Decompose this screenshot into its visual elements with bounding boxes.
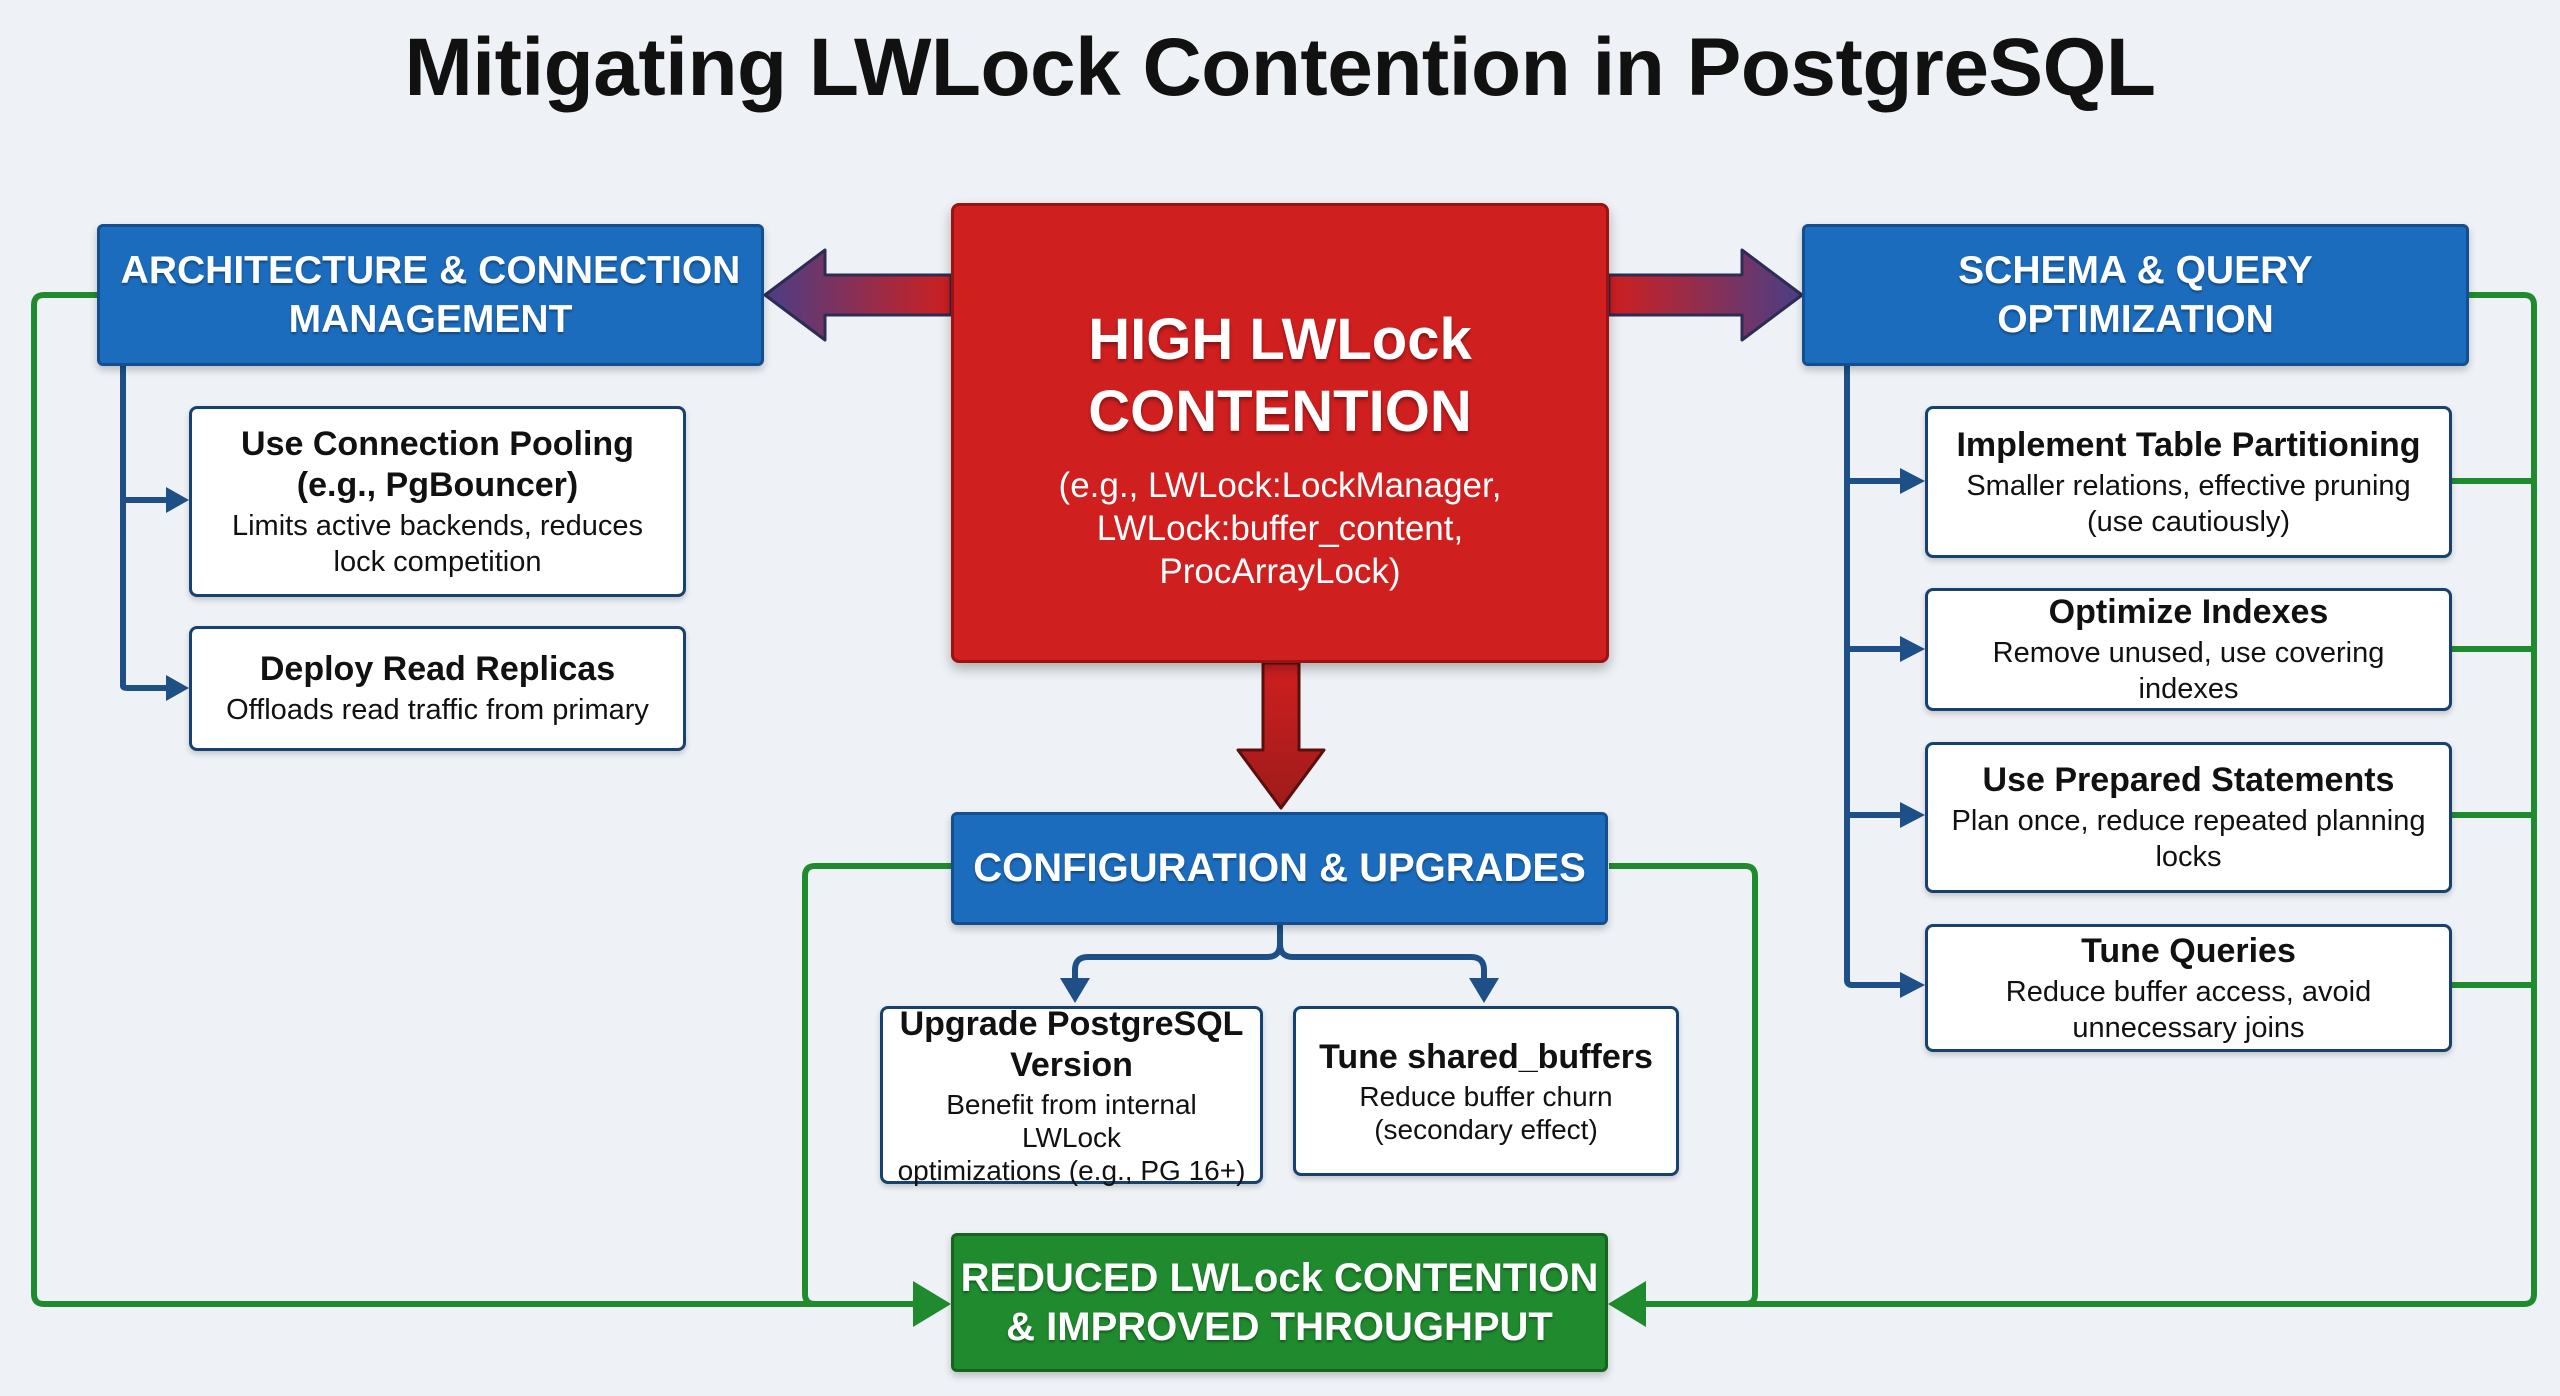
card-description: Offloads read traffic from primary [226,694,649,726]
card-title: Tune shared_buffers [1319,1037,1653,1076]
arrow-to-configuration [1236,661,1326,810]
arrowhead-prepared-statements [1900,802,1925,828]
card-description-line-1: Reduce buffer access, avoid [2005,975,2372,1008]
card-description: Plan once, reduce repeated planning lock… [1951,803,2425,875]
card-title: Upgrade PostgreSQL Version [900,1004,1244,1086]
card-description-line-2: lock competition [333,545,542,578]
card-optimize-indexes: Optimize Indexes Remove unused, use cove… [1925,588,2452,711]
card-description-line-2: optimizations (e.g., PG 16+) [897,1154,1246,1186]
configuration-fork-connectors [1072,925,1487,982]
result-line-1: REDUCED LWLock CONTENTION [960,1255,1599,1300]
card-title: Implement Table Partitioning [1956,425,2421,464]
central-problem-box: HIGH LWLock CONTENTION (e.g., LWLock:Loc… [951,203,1609,663]
arrowhead-tune-shared-buffers [1469,978,1499,1003]
architecture-header-line-1: ARCHITECTURE & CONNECTION [120,249,741,292]
result-box: REDUCED LWLock CONTENTION & IMPROVED THR… [951,1233,1608,1372]
card-title: Use Connection Pooling (e.g., PgBouncer) [241,424,634,506]
result-line-2: & IMPROVED THROUGHPUT [1006,1304,1553,1349]
architecture-branch-connectors [120,366,170,691]
arrowhead-connection-pooling [166,487,189,513]
arrowhead-optimize-indexes [1900,636,1925,662]
card-table-partitioning: Implement Table Partitioning Smaller rel… [1925,406,2452,558]
card-description-line-2: locks [2155,841,2222,873]
outcome-flow-lines [31,292,2537,1307]
central-title: HIGH LWLock CONTENTION [954,304,1606,448]
card-description-line-2: (secondary effect) [1374,1113,1598,1145]
schema-header-line-1: SCHEMA & QUERY [1958,249,2313,292]
arrow-to-schema [1607,248,1804,342]
arrowhead-read-replicas [166,675,189,701]
card-tune-shared-buffers: Tune shared_buffers Reduce buffer churn … [1293,1006,1679,1176]
arrowhead-upgrade-postgresql [1060,978,1090,1003]
central-example-line-3: ProcArrayLock) [1159,552,1401,591]
card-upgrade-postgresql: Upgrade PostgreSQL Version Benefit from … [880,1004,1263,1187]
central-title-line-1: HIGH LWLock [1088,307,1472,372]
card-description-line-1: Limits active backends, reduces [231,509,644,542]
card-connection-pooling: Use Connection Pooling (e.g., PgBouncer)… [189,406,686,597]
card-title-line-2: Version [1010,1045,1133,1084]
central-example-line-2: LWLock:buffer_content, [1096,509,1464,548]
central-example-line-1: (e.g., LWLock:LockManager, [1058,466,1502,505]
card-prepared-statements: Use Prepared Statements Plan once, reduc… [1925,742,2452,893]
schema-header-line-2: OPTIMIZATION [1997,298,2274,341]
architecture-header: ARCHITECTURE & CONNECTION MANAGEMENT [97,224,764,366]
card-title: Use Prepared Statements [1982,761,2395,799]
card-description-line-1: Reduce buffer churn [1359,1080,1613,1112]
card-title-line-1: Use Connection Pooling [241,424,634,463]
card-description: Smaller relations, effective pruning (us… [1966,468,2410,540]
diagram-title: Mitigating LWLock Contention in PostgreS… [404,22,2156,113]
card-tune-queries: Tune Queries Reduce buffer access, avoid… [1925,924,2452,1052]
card-description: Limits active backends, reduces lock com… [232,508,643,580]
card-title-line-1: Upgrade PostgreSQL [899,1004,1244,1043]
schema-branch-connectors [1844,366,1905,988]
card-description: Remove unused, use covering indexes [1992,637,2385,705]
architecture-header-line-2: MANAGEMENT [288,298,573,341]
schema-header: SCHEMA & QUERY OPTIMIZATION [1802,224,2469,366]
arrow-to-architecture [763,248,953,342]
card-title-line-2: (e.g., PgBouncer) [296,465,579,504]
central-examples: (e.g., LWLock:LockManager, LWLock:buffer… [954,464,1606,593]
card-description: Reduce buffer churn (secondary effect) [1359,1080,1612,1146]
card-description: Benefit from internal LWLock optimizatio… [897,1088,1246,1187]
card-description: Reduce buffer access, avoid unnecessary … [2006,974,2371,1046]
configuration-header: CONFIGURATION & UPGRADES [951,812,1608,925]
arrowhead-tune-queries [1900,972,1925,998]
card-description-line-1: Benefit from internal LWLock [946,1088,1197,1153]
card-read-replicas: Deploy Read Replicas Offloads read traff… [189,626,686,751]
arrowhead-result-left [913,1281,951,1327]
card-description-line-1: Plan once, reduce repeated planning [1951,805,2426,837]
arrowhead-table-partitioning [1900,468,1925,494]
card-title: Optimize Indexes [2048,593,2329,631]
arrowhead-result-right [1608,1281,1646,1327]
card-description-line-1: Smaller relations, effective pruning [1966,469,2411,502]
central-title-line-2: CONTENTION [1088,379,1472,444]
card-description-line-2: unnecessary joins [2072,1011,2305,1044]
card-title: Deploy Read Replicas [259,650,616,688]
card-description-line-2: (use cautiously) [2086,505,2291,538]
card-title: Tune Queries [2081,931,2296,970]
